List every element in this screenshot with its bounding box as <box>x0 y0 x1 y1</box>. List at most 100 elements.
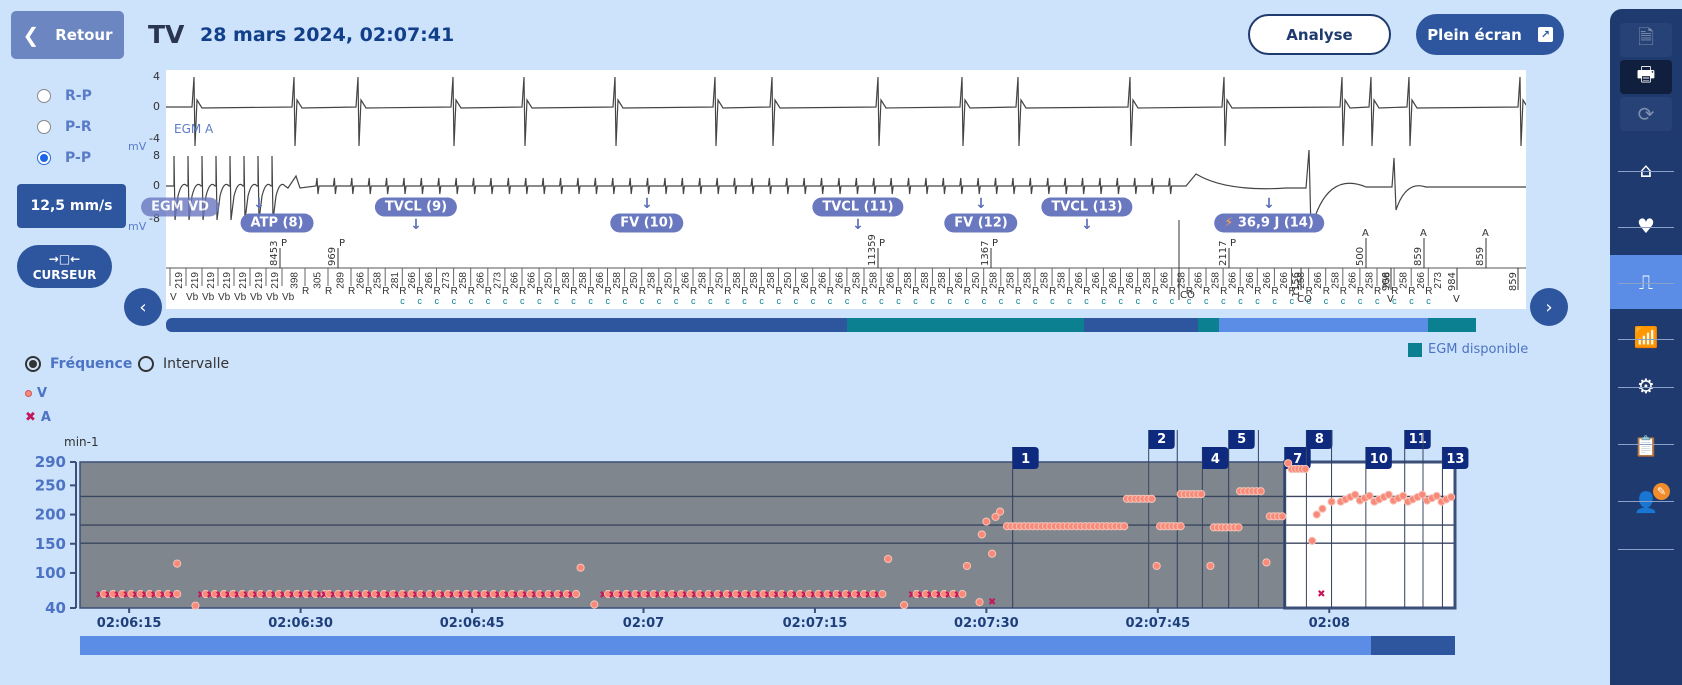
annotation-pill[interactable]: FV (12) <box>944 213 1018 233</box>
v-point <box>731 589 741 599</box>
sense-mark: R <box>1306 286 1313 297</box>
sidebar-item-home[interactable]: ⌂ <box>1610 149 1682 191</box>
sense-mark: R <box>827 286 834 297</box>
gear-icon: ⚙ <box>1637 374 1655 398</box>
prev-button[interactable]: ‹ <box>124 288 162 326</box>
a-point: ✖ <box>636 590 644 601</box>
annotation-pill[interactable]: FV (10) <box>610 213 684 233</box>
back-button[interactable]: ❮Retour <box>11 11 124 59</box>
post-mark-label: A <box>1362 228 1369 239</box>
egm-timeline-scrollbar[interactable] <box>166 318 1526 332</box>
sidebar-item-gear[interactable]: ⚙ <box>1610 365 1682 407</box>
timeline-segment-egm-none[interactable] <box>166 318 848 332</box>
sidebar-item-user-edit[interactable]: 👤✎ <box>1610 477 1682 527</box>
v-point <box>1318 504 1327 513</box>
timeline-segment-egm[interactable] <box>847 318 1084 332</box>
cursor-button[interactable]: →□←CURSEUR <box>17 245 112 288</box>
radio-p-r[interactable]: P-R <box>37 119 92 135</box>
home-icon: ⌂ <box>1639 158 1653 182</box>
v-point <box>389 589 398 599</box>
mode-frequency[interactable]: Fréquence <box>25 356 132 372</box>
v-point <box>219 589 229 599</box>
v-point <box>768 589 777 599</box>
interval-value: 258 <box>1022 272 1033 289</box>
a-point: ✖ <box>558 590 566 601</box>
interval-value: 219 <box>206 272 217 289</box>
a-point: ✖ <box>522 590 530 601</box>
timeline-segment-egm[interactable] <box>1428 318 1476 332</box>
v-point <box>1327 497 1336 506</box>
radio-r-p[interactable]: R-P <box>37 88 92 104</box>
timeline-segment-egm[interactable] <box>1198 318 1219 332</box>
sense-mark: Vb <box>250 292 263 303</box>
capture-mark: c <box>1119 296 1124 306</box>
annotation-pill[interactable]: ATP (8) <box>240 213 314 233</box>
post-mark-value: 859 <box>1508 272 1519 291</box>
interval-value: 266 <box>356 272 367 289</box>
sidebar-item-chart[interactable]: 📶 <box>1610 313 1682 361</box>
next-button[interactable]: › <box>1530 288 1568 326</box>
interval-value: 258 <box>988 272 999 289</box>
timeline-segment-selected[interactable] <box>1218 318 1429 332</box>
interval-value: 266 <box>954 272 965 289</box>
post-mark-label: V <box>1387 294 1394 305</box>
interval-value: 266 <box>1193 272 1204 289</box>
a-point: ✖ <box>864 590 872 601</box>
radio-circle[interactable] <box>37 89 51 103</box>
legend-v: V <box>25 386 47 401</box>
sidebar-item-report[interactable]: 📋 <box>1610 421 1682 471</box>
report-icon: 📋 <box>1633 434 1659 458</box>
sidebar-item-printer[interactable]: 🖶 <box>1620 60 1672 94</box>
interval-value: 266 <box>1245 272 1256 289</box>
radio-circle[interactable] <box>138 356 154 372</box>
y-tick-label: 150 <box>35 535 66 553</box>
sense-mark: Vb <box>234 292 247 303</box>
post-mark-label: CO <box>1297 294 1312 305</box>
radio-p-p[interactable]: P-P <box>37 150 91 166</box>
annotation-pill[interactable]: TVCL (9) <box>374 197 458 217</box>
sense-mark: R <box>1391 286 1398 297</box>
episode-flag <box>1228 430 1255 449</box>
sidebar-item-heart-pills[interactable]: ♥ <box>1610 202 1682 250</box>
annotation-pill[interactable]: TVCL (11) <box>812 197 904 217</box>
a-point: ✖ <box>549 590 557 601</box>
v-point <box>325 589 334 599</box>
analyse-button[interactable]: Analyse <box>1248 14 1391 55</box>
post-mark-value: 906 <box>1381 272 1392 291</box>
arrow-down-icon: ↓ <box>410 217 422 233</box>
capture-mark: c <box>879 296 884 306</box>
y-tick-label: 290 <box>35 453 66 471</box>
sense-mark: R <box>1289 286 1296 297</box>
monitor-ecg-icon: ⎍ <box>1639 270 1653 294</box>
radio-circle[interactable] <box>37 120 51 134</box>
sidebar-item-sync[interactable]: ⟳ <box>1620 97 1672 131</box>
radio-circle[interactable] <box>25 356 41 372</box>
annotation-pill[interactable]: TVCL (13) <box>1041 197 1133 217</box>
a-point: ✖ <box>800 590 808 601</box>
mode-interval[interactable]: Intervalle <box>138 356 229 372</box>
sidebar-item-monitor-ecg[interactable]: ⎍ <box>1610 255 1682 309</box>
egm-traces: 219V219Vb219Vb219Vb219Vb219Vb219Vb398Vb3… <box>166 76 1530 306</box>
timeline-segment-egm-none[interactable] <box>1083 318 1199 332</box>
a-point: ✖ <box>132 590 140 601</box>
radio-circle[interactable] <box>37 151 51 165</box>
annotation-pill[interactable]: ⚡ 36,9 J (14) <box>1214 213 1324 233</box>
speed-button[interactable]: 12,5 mm/s <box>17 184 126 228</box>
v-point <box>480 589 489 599</box>
capture-mark: c <box>930 296 935 306</box>
fullscreen-button[interactable]: Plein écran↗ <box>1416 14 1564 55</box>
capture-mark: c <box>948 296 953 306</box>
a-point: ✖ <box>691 590 699 601</box>
a-point: ✖ <box>709 590 717 601</box>
v-point <box>1152 561 1161 571</box>
sense-mark: R <box>302 286 309 297</box>
v-point <box>958 589 967 599</box>
v-point <box>622 589 631 599</box>
annotation-label: ATP (8) <box>250 215 304 231</box>
sidebar-item-document[interactable]: 🗎 <box>1620 23 1672 57</box>
interval-value: 398 <box>290 272 301 289</box>
v-point <box>489 589 498 599</box>
interval-value: 266 <box>1074 272 1085 289</box>
